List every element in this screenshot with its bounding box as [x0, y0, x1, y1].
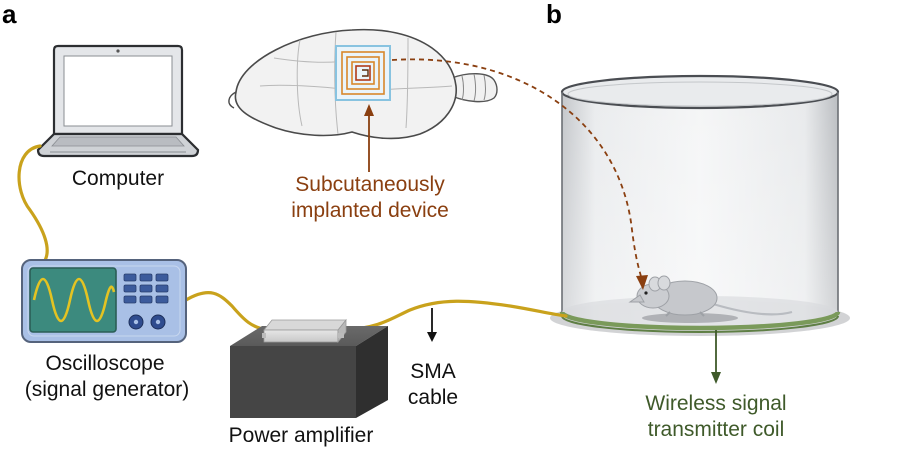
implanted-device-icon — [335, 45, 391, 101]
transmitter-coil — [559, 311, 841, 333]
device-arrow — [364, 104, 374, 172]
mouse-icon — [628, 275, 793, 323]
coil-arrow — [711, 330, 721, 384]
laptop-icon — [36, 44, 200, 158]
cables — [17, 144, 568, 332]
dashed-arrow — [391, 58, 648, 290]
oscilloscope-label-line1: Oscilloscope — [45, 352, 165, 375]
oscilloscope-icon — [21, 259, 187, 343]
sma-label-line1: SMA — [410, 360, 456, 383]
coil-label-line2: transmitter coil — [647, 418, 785, 441]
amplifier-box-icon — [230, 318, 388, 418]
computer-label: Computer — [71, 167, 165, 190]
coil-label-line1: Wireless signal — [645, 392, 787, 415]
device-label-line1: Subcutaneously — [295, 173, 445, 196]
sma-arrow — [427, 308, 437, 342]
sma-label-line2: cable — [407, 386, 459, 409]
amplifier-label: Power amplifier — [228, 424, 374, 447]
oscilloscope-label-line2: (signal generator) — [24, 378, 190, 401]
device-label-line2: implanted device — [291, 199, 449, 222]
cylinder-enclosure-icon — [550, 74, 850, 336]
panel-label-a: a — [2, 0, 17, 29]
panel-label-b: b — [546, 0, 562, 29]
